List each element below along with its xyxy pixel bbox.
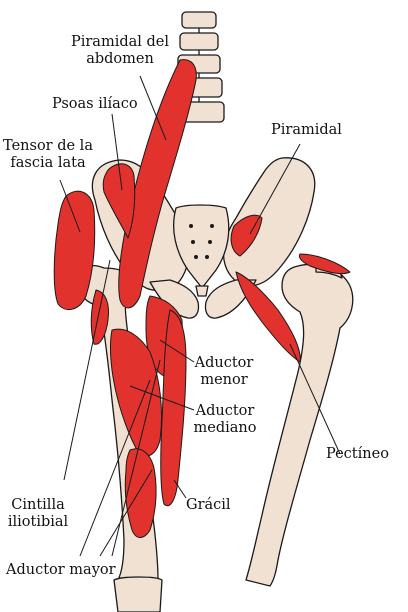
leader-aductor-menor: [159, 339, 195, 363]
label-aductor-menor-line2: menor: [200, 372, 248, 388]
label-aductor-mayor: Aductor mayor: [6, 562, 116, 578]
leader-psoas: [111, 113, 123, 191]
leader-piramidal-abdomen: [139, 75, 167, 141]
label-cintilla-line1: Cintilla: [11, 497, 65, 513]
leader-aductor-mayor-3: [111, 359, 161, 557]
tensor-fascia-lata-muscle: [53, 190, 96, 311]
leader-aductor-mediano: [129, 385, 195, 411]
label-psoas: Psoas ilíaco: [52, 96, 138, 112]
leader-gracil: [173, 479, 187, 499]
psoas-major-muscle: [118, 59, 197, 309]
pectineus-muscle: [235, 271, 301, 363]
sacrum: [173, 204, 230, 289]
sacral-foramina: [189, 224, 214, 259]
leader-piramidal: [249, 143, 301, 235]
adductor-mayor-muscle: [124, 448, 157, 538]
label-pectineo: Pectíneo: [326, 446, 389, 462]
leader-lines: [59, 75, 341, 557]
leader-cintilla: [63, 259, 111, 481]
label-aductor-mediano-line1: Aductor: [195, 403, 255, 419]
vertebra-2: [179, 32, 219, 51]
label-gracil: Grácil: [186, 497, 231, 513]
label-piramidal: Piramidal: [271, 122, 342, 138]
label-piramidal-abdomen-line2: abdomen: [86, 51, 154, 67]
label-aductor-menor-line1: Aductor: [194, 355, 254, 371]
leader-pectineo: [289, 343, 341, 455]
coccyx: [195, 285, 209, 297]
vertebra-1: [181, 11, 217, 29]
label-cintilla-line2: iliotibial: [7, 514, 69, 530]
left-tibia-top: [113, 576, 163, 612]
label-tensor: Tensor de la fascia lata: [2, 138, 94, 172]
leader-aductor-mayor-1: [79, 379, 151, 557]
label-piramidal-abdomen-line1: Piramidal del: [70, 34, 170, 50]
adductor-mediano-muscle: [110, 328, 162, 457]
muscles: [53, 59, 351, 538]
right-femur: [245, 263, 354, 587]
label-piramidal-abdomen: Piramidal del abdomen: [68, 34, 172, 68]
label-tensor-line2: fascia lata: [10, 155, 86, 171]
label-aductor-menor: Aductor menor: [192, 355, 256, 389]
leader-aductor-mayor-2: [99, 469, 153, 557]
label-tensor-line1: Tensor de la: [3, 138, 93, 154]
label-aductor-mediano-line2: mediano: [193, 420, 257, 436]
right-gluteus-minimus-muscle: [299, 253, 351, 275]
leader-tensor: [59, 179, 81, 233]
label-aductor-mediano: Aductor mediano: [190, 403, 260, 437]
label-cintilla: Cintilla iliotibial: [2, 497, 74, 531]
iliacus-muscle: [102, 163, 136, 239]
gracilis-muscle: [160, 309, 187, 507]
